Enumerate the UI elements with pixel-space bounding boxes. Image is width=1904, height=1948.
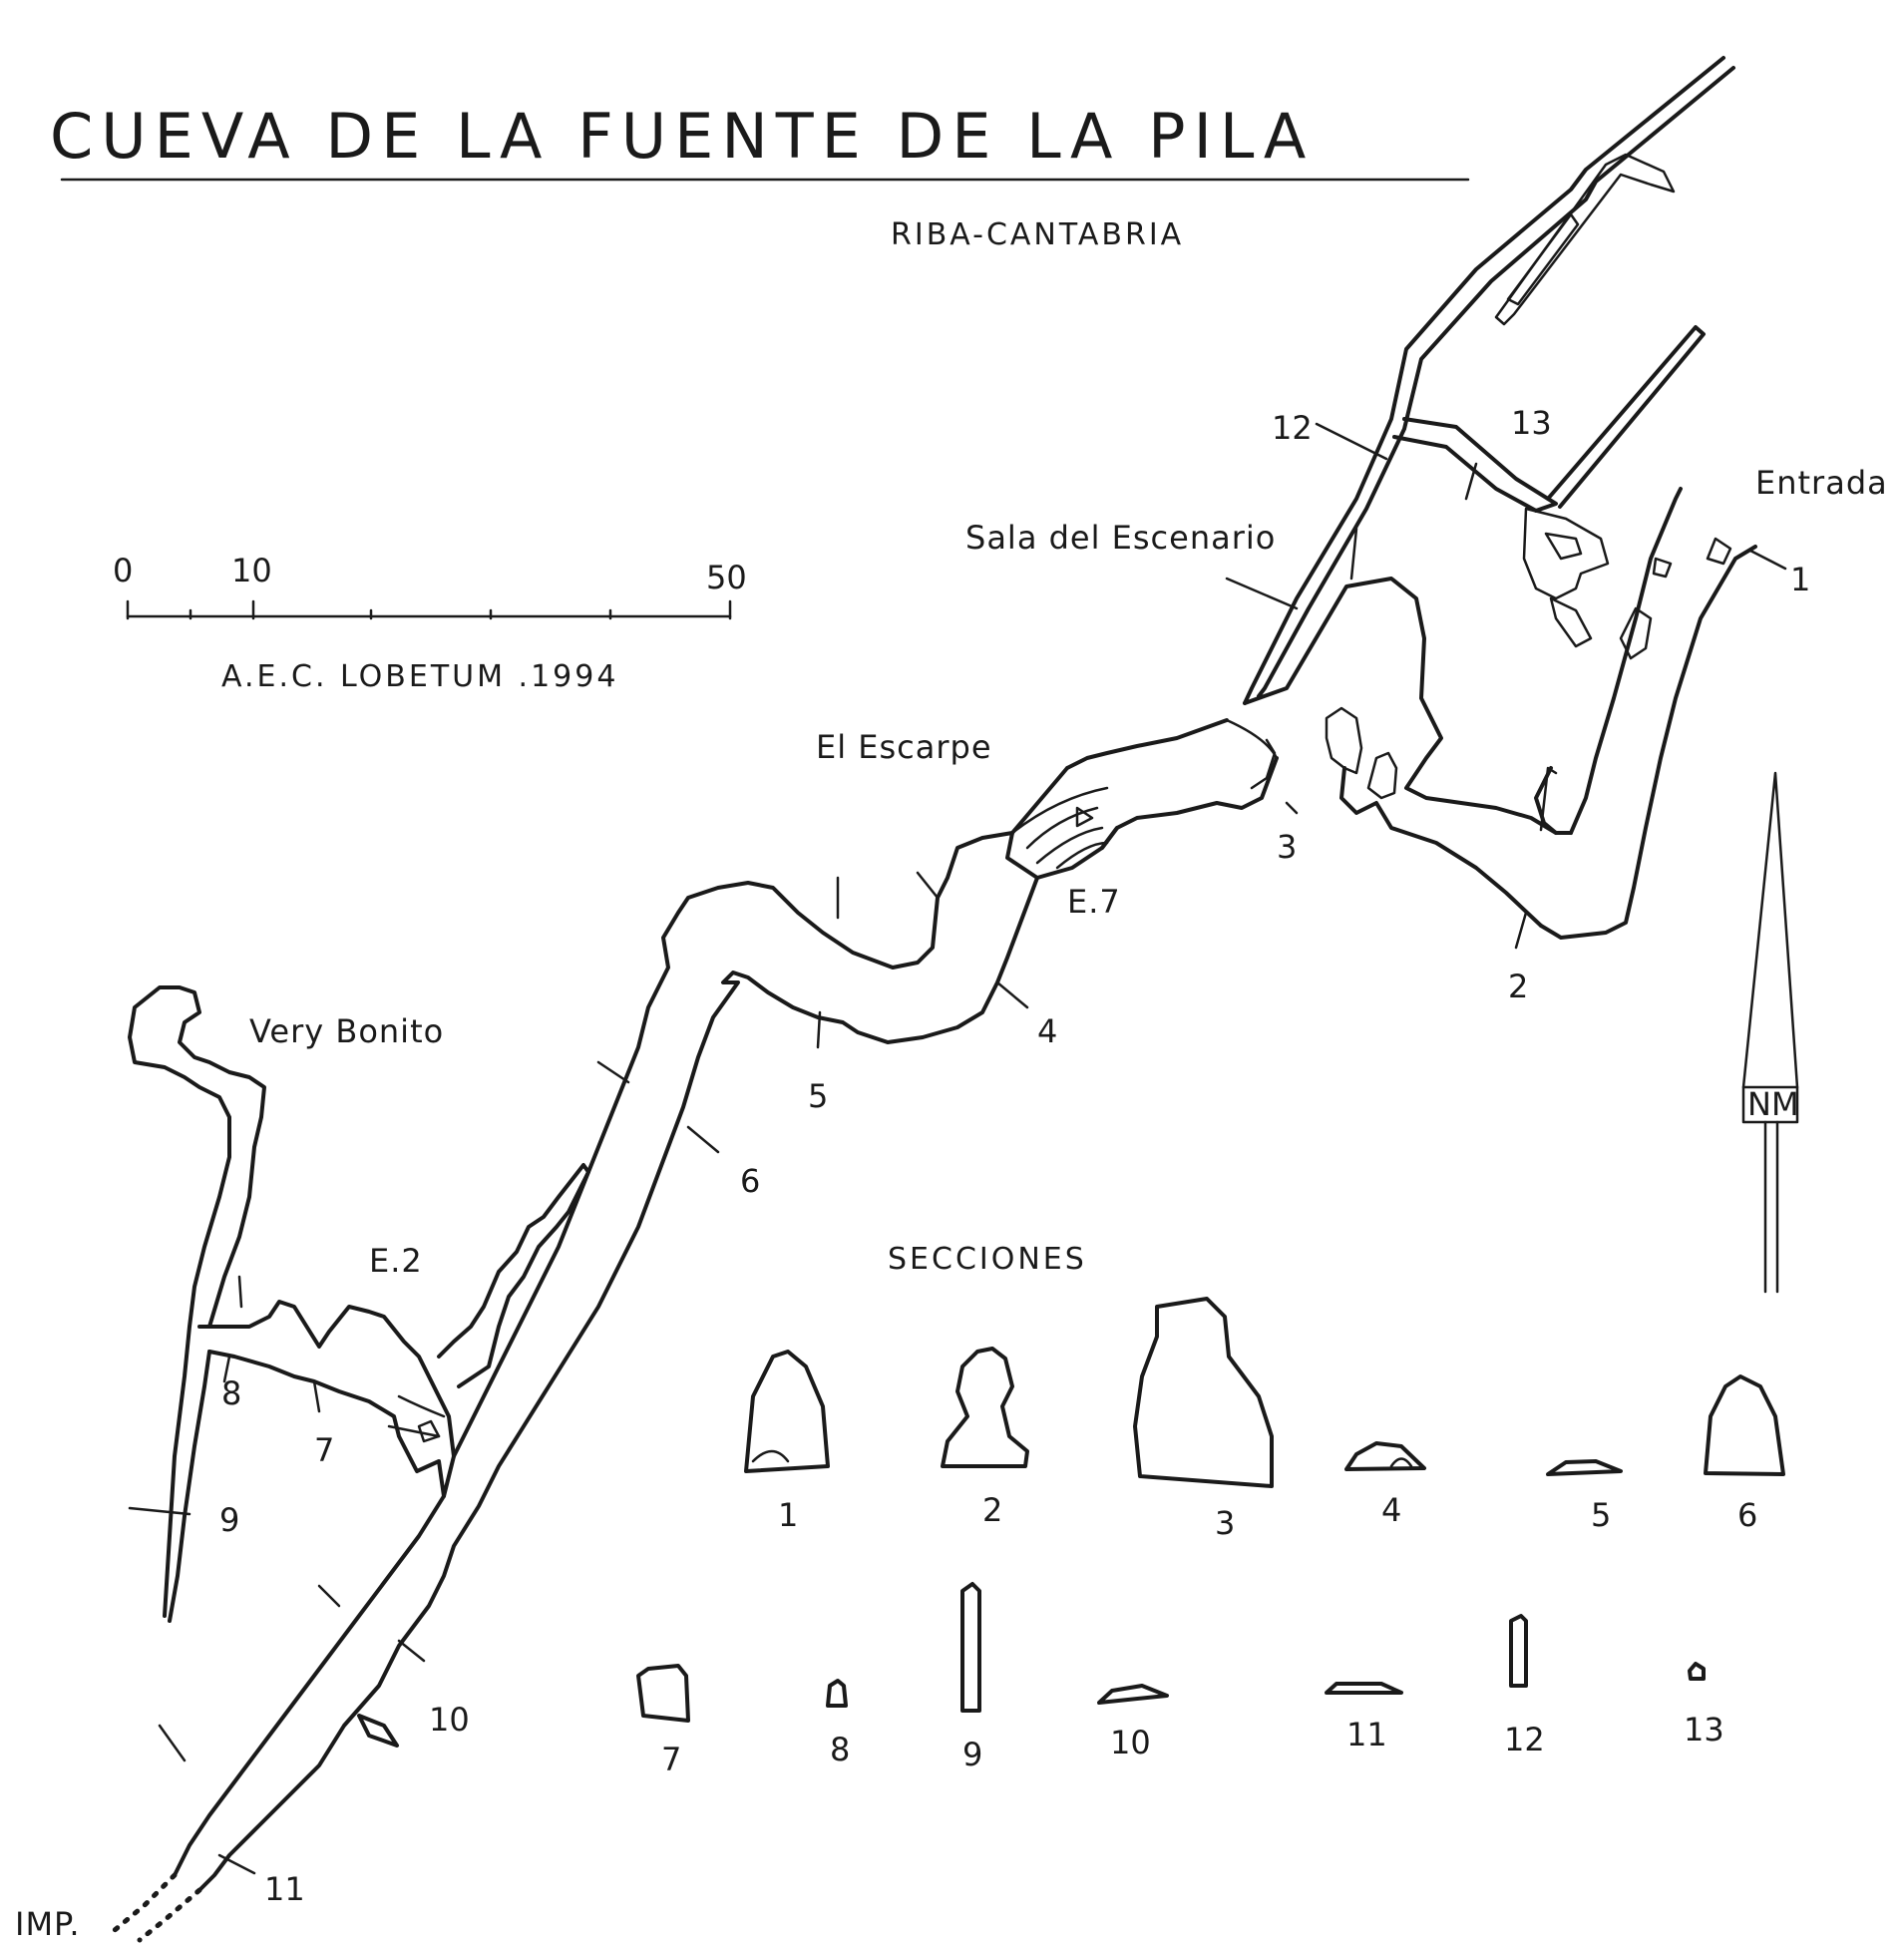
section-profile-10 — [1097, 1684, 1169, 1705]
scale-tick-10: 10 — [231, 552, 272, 589]
section-labels: 1 2 3 4 5 6 7 8 9 10 11 12 13 — [661, 1491, 1757, 1778]
section-profile-7 — [636, 1664, 690, 1723]
marker-7: 7 — [314, 1431, 334, 1469]
cave-passages — [112, 56, 1757, 1943]
label-el-escarpe: El Escarpe — [816, 728, 992, 766]
marker-8: 8 — [221, 1374, 241, 1412]
section-markers: 1 2 3 4 5 6 7 8 9 10 11 12 13 — [219, 404, 1810, 1908]
map-subtitle: RIBA-CANTABRIA — [891, 217, 1184, 252]
label-e7: E.7 — [1067, 883, 1121, 921]
marker-6: 6 — [740, 1162, 760, 1200]
section-label-12: 12 — [1504, 1721, 1545, 1758]
survey-credit: A.E.C. LOBETUM .1994 — [221, 659, 618, 694]
section-label-10: 10 — [1110, 1724, 1151, 1761]
label-very-bonito: Very Bonito — [249, 1012, 444, 1050]
section-profile-8 — [826, 1679, 848, 1708]
marker-4: 4 — [1037, 1012, 1057, 1050]
section-profile-12 — [1509, 1614, 1528, 1688]
section-label-1: 1 — [778, 1496, 798, 1534]
section-label-11: 11 — [1346, 1716, 1387, 1753]
section-label-4: 4 — [1381, 1491, 1401, 1529]
section-profile-1 — [744, 1350, 830, 1473]
section-label-13: 13 — [1684, 1711, 1724, 1749]
scale-tick-0: 0 — [113, 552, 133, 589]
north-arrow-label: NM — [1747, 1085, 1799, 1123]
section-profile-13 — [1688, 1662, 1706, 1681]
marker-3: 3 — [1277, 828, 1297, 866]
marker-13: 13 — [1511, 404, 1552, 442]
marker-1: 1 — [1790, 561, 1810, 598]
section-profile-5 — [1546, 1459, 1623, 1476]
section-label-5: 5 — [1591, 1496, 1611, 1534]
north-arrow: NM — [1741, 771, 1799, 1294]
marker-11: 11 — [264, 1870, 305, 1908]
scale-tick-50: 50 — [706, 559, 747, 596]
section-label-6: 6 — [1737, 1496, 1757, 1534]
label-sala-del-escenario: Sala del Escenario — [965, 519, 1276, 557]
section-profile-3 — [1133, 1297, 1274, 1488]
section-label-8: 8 — [830, 1731, 850, 1768]
label-imp: IMP. — [15, 1905, 81, 1943]
section-profile-6 — [1704, 1374, 1785, 1476]
map-title: CUEVA DE LA FUENTE DE LA PILA — [50, 100, 1314, 173]
marker-12: 12 — [1272, 409, 1313, 447]
marker-10: 10 — [429, 1701, 470, 1739]
section-profile-11 — [1325, 1682, 1403, 1695]
label-e2: E.2 — [369, 1242, 423, 1280]
section-label-7: 7 — [661, 1741, 681, 1778]
section-label-9: 9 — [962, 1736, 982, 1773]
scale-bar: 0 10 50 A.E.C. LOBETUM .1994 — [113, 552, 747, 694]
section-label-3: 3 — [1215, 1504, 1235, 1542]
marker-9: 9 — [219, 1501, 239, 1539]
label-entrada: Entrada — [1755, 464, 1888, 502]
marker-5: 5 — [808, 1077, 828, 1115]
section-profiles — [636, 1297, 1785, 1723]
section-profile-9 — [960, 1582, 981, 1713]
marker-2: 2 — [1508, 968, 1528, 1005]
section-profile-2 — [941, 1347, 1029, 1468]
section-profile-4 — [1344, 1441, 1426, 1471]
section-label-2: 2 — [982, 1491, 1002, 1529]
section-cut-lines — [128, 422, 1787, 1875]
sections-heading: SECCIONES — [888, 1242, 1087, 1277]
